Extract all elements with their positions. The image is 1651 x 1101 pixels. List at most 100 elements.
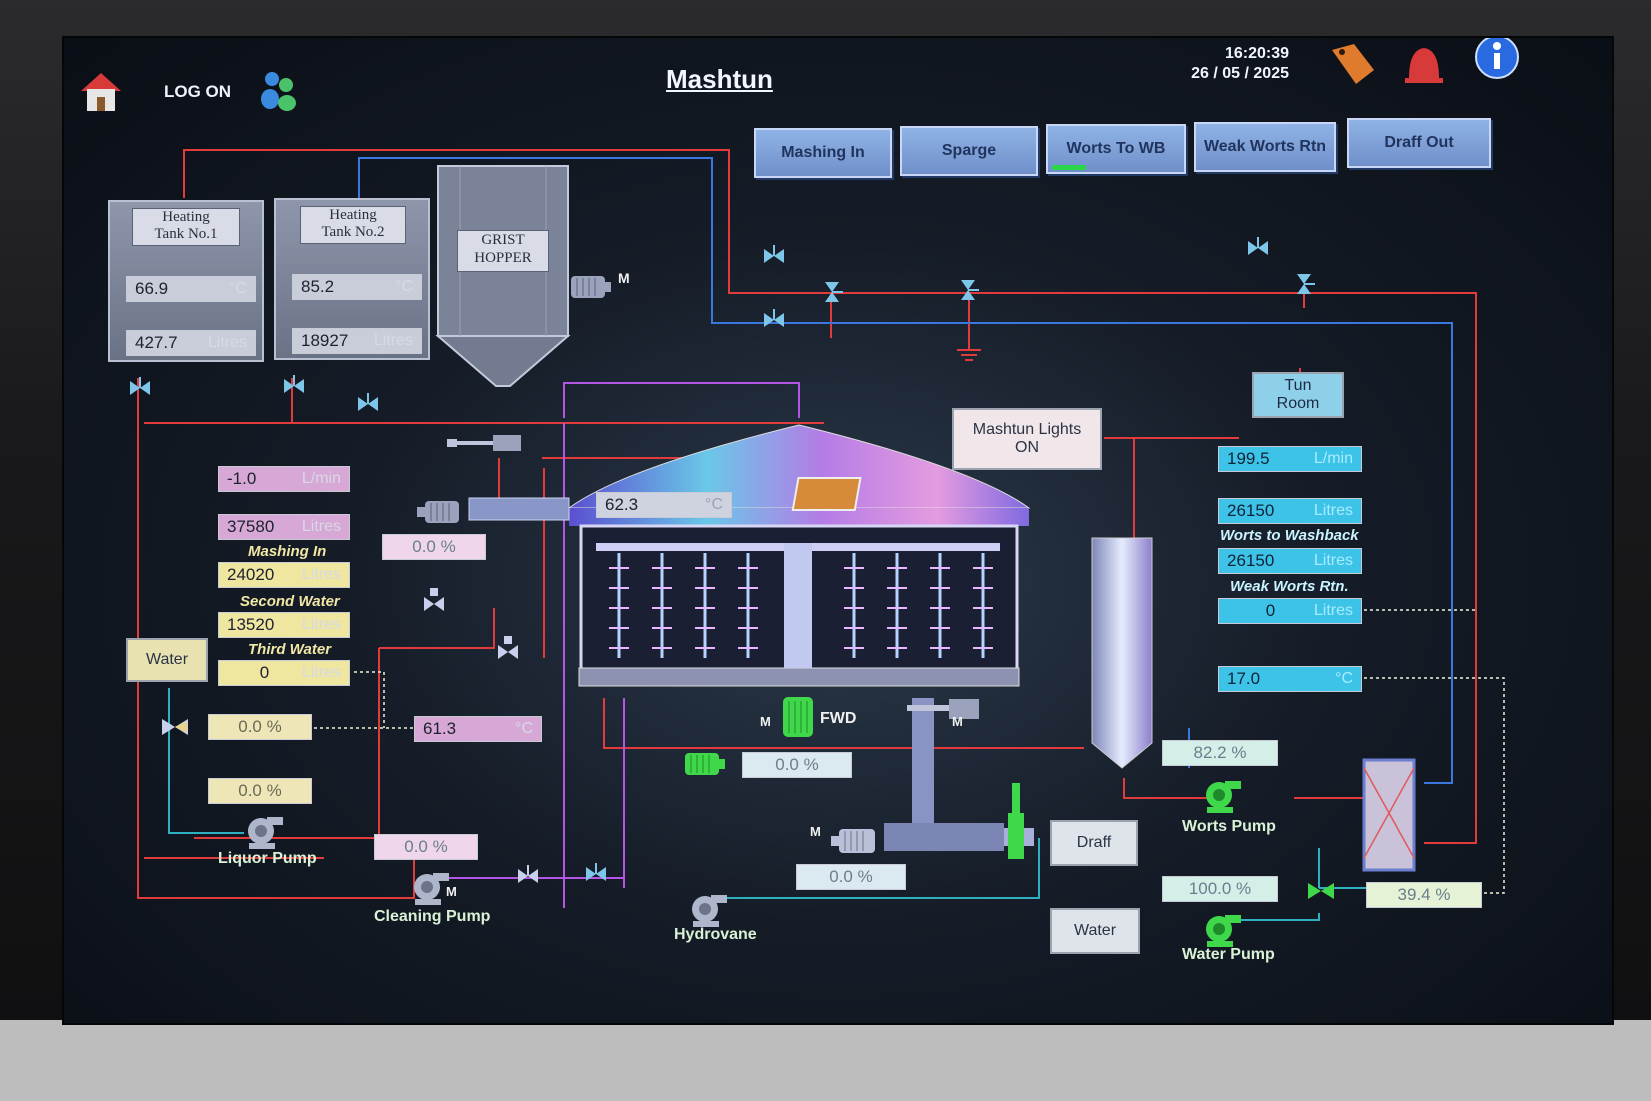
valve-icon[interactable] — [126, 374, 154, 402]
liquor-temp-unit: °C — [515, 720, 533, 737]
info-icon[interactable] — [1472, 38, 1522, 82]
valve-icon[interactable] — [1244, 234, 1272, 262]
liquor-total-value: 37580 — [227, 517, 275, 536]
rake-drive-motor-icon[interactable] — [676, 748, 726, 780]
hopper-motor-icon[interactable] — [568, 272, 614, 302]
clock-display: 16:20:39 26 / 05 / 2025 — [1164, 44, 1289, 84]
sparge-button[interactable]: Sparge — [900, 126, 1038, 176]
users-icon[interactable] — [256, 66, 302, 112]
draff-motor-icon[interactable] — [828, 824, 884, 858]
control-valve-icon[interactable] — [158, 710, 192, 744]
tag-icon[interactable] — [1322, 38, 1382, 90]
liquor-temp-value: 61.3 — [423, 719, 457, 738]
valve-icon[interactable] — [1290, 270, 1318, 298]
tun-room-button[interactable]: Tun Room — [1252, 372, 1344, 418]
rake-motor-label: M — [760, 714, 771, 729]
rake-motor-icon[interactable] — [778, 692, 818, 742]
mashing-in-unit: Litres — [301, 566, 341, 583]
water-pump-icon[interactable] — [1198, 910, 1246, 950]
weak-worts-label: Weak Worts Rtn. — [1230, 578, 1349, 595]
valve-icon[interactable] — [494, 634, 522, 662]
draff-valve-icon[interactable] — [1004, 782, 1028, 862]
valve-icon[interactable] — [818, 278, 846, 306]
worts-total-value: 26150 — [1227, 501, 1275, 520]
clock-date: 26 / 05 / 2025 — [1191, 65, 1289, 82]
tank-2-volume: 18927 Litres — [292, 328, 422, 354]
screw-motor-icon[interactable] — [414, 496, 464, 528]
tank-1-temp-value: 66.9 — [135, 279, 169, 298]
grist-hopper-shape — [435, 165, 571, 387]
valve-icon[interactable] — [582, 860, 610, 888]
third-water-total: 0 Litres — [218, 660, 350, 686]
worts-flow-value: 199.5 — [1227, 449, 1270, 468]
third-water-label: Third Water — [248, 641, 332, 658]
draff-motor-label: M — [810, 824, 821, 839]
tank-2-label-line2: Tank No.2 — [321, 224, 385, 240]
control-valve-icon[interactable] — [1304, 874, 1338, 908]
worts-flow-unit: L/min — [1313, 450, 1353, 467]
fwd-label: FWD — [820, 710, 857, 727]
liquor-flow-unit: L/min — [301, 470, 341, 487]
mashtun-lights-line2: ON — [1015, 439, 1039, 456]
tank-2-label: Heating Tank No.2 — [300, 206, 406, 244]
draff-percent: 0.0 % — [796, 864, 906, 890]
cleaning-pump-icon[interactable] — [406, 868, 452, 908]
weak-worts-rtn-label: Weak Worts Rtn — [1203, 138, 1327, 155]
rake-percent: 0.0 % — [742, 752, 852, 778]
tank-2-volume-value: 18927 — [301, 331, 349, 350]
valve-icon[interactable] — [954, 276, 982, 304]
actuator-icon[interactable] — [444, 430, 524, 456]
valve-icon[interactable] — [354, 390, 382, 418]
alarm-bell-icon[interactable] — [1394, 40, 1454, 90]
cleaning-pump-label: Cleaning Pump — [374, 908, 491, 925]
tank-2-label-line1: Heating — [329, 207, 377, 223]
hx-valve-percent: 39.4 % — [1366, 882, 1482, 908]
heating-tank-2[interactable]: Heating Tank No.2 85.2 °C 18927 Litres — [274, 198, 430, 360]
grist-hopper-label[interactable]: GRIST HOPPER — [457, 230, 549, 272]
draff-out-button[interactable]: Draff Out — [1347, 118, 1491, 168]
worts-total-unit: Litres — [1313, 502, 1353, 519]
water-button-left[interactable]: Water — [126, 638, 208, 682]
liquor-temp: 61.3 °C — [414, 716, 542, 742]
third-water-value: 0 — [259, 663, 270, 682]
tank-2-temp-value: 85.2 — [301, 277, 335, 296]
home-icon[interactable] — [76, 66, 126, 116]
worts-temp: 17.0°C — [1218, 666, 1362, 692]
valve-icon[interactable] — [514, 862, 542, 890]
draff-button[interactable]: Draff — [1050, 820, 1138, 866]
screw-percent: 0.0 % — [382, 534, 486, 560]
valve-percent-left: 0.0 % — [208, 714, 312, 740]
mashtun-lights-button[interactable]: Mashtun Lights ON — [952, 408, 1102, 470]
water-pump-percent: 100.0 % — [1162, 876, 1278, 902]
second-water-label: Second Water — [240, 593, 340, 610]
liquor-flow-value: -1.0 — [227, 469, 257, 488]
worts-to-wb-button[interactable]: Worts To WB — [1046, 124, 1186, 174]
weak-worts-unit: Litres — [1313, 602, 1353, 619]
tank-2-temp-unit: °C — [395, 278, 413, 295]
mashtun-temp-value: 62.3 — [605, 495, 639, 514]
hydrovane-icon[interactable] — [684, 890, 730, 930]
water-button-right[interactable]: Water — [1050, 908, 1140, 954]
valve-icon[interactable] — [760, 242, 788, 270]
tank-1-temp-unit: °C — [229, 280, 247, 297]
worts-pump-icon[interactable] — [1198, 776, 1246, 816]
mashtun-vessel — [567, 424, 1034, 851]
valve-icon[interactable] — [760, 306, 788, 334]
mashing-in-button[interactable]: Mashing In — [754, 128, 892, 178]
valve-icon[interactable] — [420, 586, 448, 614]
third-water-unit: Litres — [301, 664, 341, 681]
worts-flow-rate: 199.5 L/min — [1218, 446, 1362, 472]
rake-lift-actuator-icon[interactable] — [904, 694, 984, 724]
weak-worts-rtn-button[interactable]: Weak Worts Rtn — [1194, 122, 1336, 172]
tank-1-temp: 66.9 °C — [126, 276, 256, 302]
liquor-pump-icon[interactable] — [240, 812, 286, 852]
log-on-button[interactable]: LOG ON — [164, 82, 232, 101]
rake-lift-motor-label: M — [952, 714, 963, 729]
grist-hopper-label-line1: GRIST — [481, 232, 525, 248]
valve-icon[interactable] — [280, 372, 308, 400]
tank-2-volume-unit: Litres — [373, 332, 413, 349]
